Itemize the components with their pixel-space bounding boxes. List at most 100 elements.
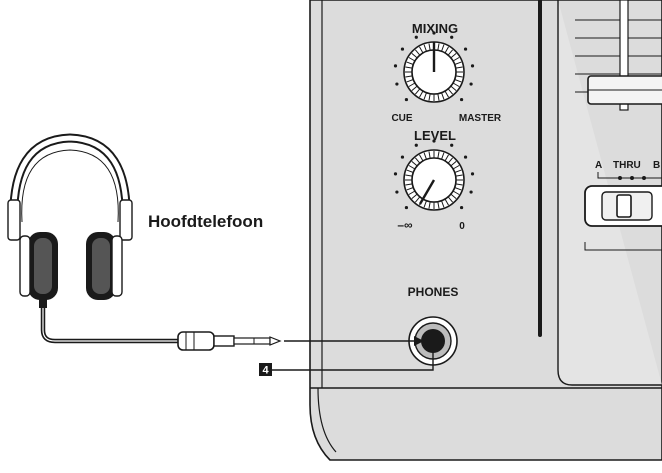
- mixing-knob[interactable]: [403, 41, 465, 103]
- knob-ridge: [405, 66, 413, 69]
- knob-ridge: [428, 43, 431, 51]
- callout-4: 4: [259, 343, 434, 377]
- knob-ridge: [423, 152, 427, 160]
- switch-label-a: A: [595, 160, 602, 171]
- knob-ridge: [455, 174, 463, 177]
- scale-dot: [414, 143, 418, 147]
- knob-ridge: [444, 46, 449, 54]
- knob-ridge: [406, 169, 414, 173]
- knob-ridge: [411, 193, 418, 200]
- level-max-label: 0: [459, 221, 465, 232]
- knob-ridge: [414, 196, 421, 203]
- knob-ridge: [411, 52, 418, 59]
- callout-number: 4: [262, 365, 269, 377]
- knob-ridge: [441, 44, 445, 52]
- knob-ridge: [441, 92, 445, 100]
- knob-ridge: [423, 92, 427, 100]
- knob-ridge: [452, 165, 460, 170]
- headphone-cable: [40, 297, 183, 344]
- knob-ridge: [414, 49, 421, 56]
- fader-track: [575, 0, 662, 111]
- knob-ridge: [419, 154, 424, 162]
- knob-ridge: [437, 151, 440, 159]
- scale-dot: [459, 205, 464, 210]
- scale-dot: [393, 172, 398, 176]
- knob-ridge: [455, 66, 463, 69]
- knob-ridge: [441, 200, 445, 208]
- scale-dot: [459, 97, 464, 102]
- knob-ridge: [454, 169, 462, 173]
- knob-ridge: [428, 201, 431, 209]
- scale-dot: [470, 172, 475, 176]
- knob-ridge: [405, 75, 413, 78]
- knob-ridge: [406, 61, 414, 65]
- knob-ridge: [441, 152, 445, 160]
- crossfader-assign-switch[interactable]: A THRU B: [584, 160, 662, 251]
- knob-ridge: [450, 85, 457, 92]
- knob-ridge: [450, 52, 457, 59]
- knob-ridge: [408, 57, 416, 62]
- knob-ridge: [423, 200, 427, 208]
- knob-ridge: [454, 61, 462, 65]
- knob-ridge: [452, 57, 460, 62]
- knob-ridge: [455, 75, 463, 78]
- scale-dot: [470, 64, 475, 68]
- knob-ridge: [454, 79, 462, 83]
- knob-ridge: [406, 79, 414, 83]
- knob-ridge: [444, 198, 449, 206]
- knob-ridge: [408, 165, 416, 170]
- knob-ridge: [437, 201, 440, 209]
- knob-ridge: [437, 93, 440, 101]
- channel-fader-cap[interactable]: [587, 75, 662, 105]
- cue-label: CUE: [391, 113, 412, 124]
- level-knob[interactable]: [403, 149, 465, 211]
- knob-ridge: [447, 49, 454, 56]
- knob-ridge: [428, 93, 431, 101]
- phones-jack-group: PHONES: [408, 285, 459, 366]
- knob-ridge: [455, 183, 463, 186]
- scale-dot: [469, 82, 473, 86]
- knob-ridge: [454, 187, 462, 191]
- knob-ridge: [405, 183, 413, 186]
- knob-ridge: [411, 85, 418, 92]
- level-pointer: [418, 179, 436, 205]
- knob-ridge: [406, 187, 414, 191]
- scale-dot: [463, 155, 468, 159]
- knob-ridge: [452, 82, 460, 87]
- switch-label-thru: THRU: [613, 160, 641, 171]
- scale-dot: [404, 97, 409, 102]
- headphones-label: Hoofdtelefoon: [148, 212, 263, 231]
- scale-dot: [400, 155, 405, 159]
- knob-ridge: [408, 82, 416, 87]
- scale-dot: [450, 35, 454, 39]
- knob-ridge: [447, 88, 454, 95]
- scale-dot: [432, 139, 436, 143]
- knob-ridge: [447, 196, 454, 203]
- phones-label: PHONES: [408, 285, 459, 299]
- knob-ridge: [447, 157, 454, 164]
- knob-ridge: [419, 90, 424, 98]
- mixing-knob-group: MIXING CUE MASTER: [391, 21, 501, 124]
- level-min-label: –∞: [397, 218, 412, 232]
- headphones-icon: [7, 133, 133, 308]
- switch-label-b: B: [653, 160, 660, 171]
- master-label: MASTER: [459, 113, 502, 124]
- scale-dot: [395, 82, 399, 86]
- knob-ridge: [414, 157, 421, 164]
- knob-ridge: [405, 174, 413, 177]
- scale-dot: [400, 47, 405, 51]
- knob-ridge: [450, 160, 457, 167]
- jack-plug-icon: [177, 331, 282, 351]
- phones-jack-icon[interactable]: [408, 316, 458, 366]
- scale-dot: [469, 190, 473, 194]
- knob-ridge: [408, 190, 416, 195]
- scale-dot: [450, 143, 454, 147]
- mixer-body: A THRU B: [309, 0, 662, 461]
- scale-dot: [404, 205, 409, 210]
- level-knob-group: LEVEL –∞ 0: [393, 128, 475, 232]
- scale-dot: [414, 35, 418, 39]
- knob-ridge: [414, 88, 421, 95]
- knob-ridge: [444, 154, 449, 162]
